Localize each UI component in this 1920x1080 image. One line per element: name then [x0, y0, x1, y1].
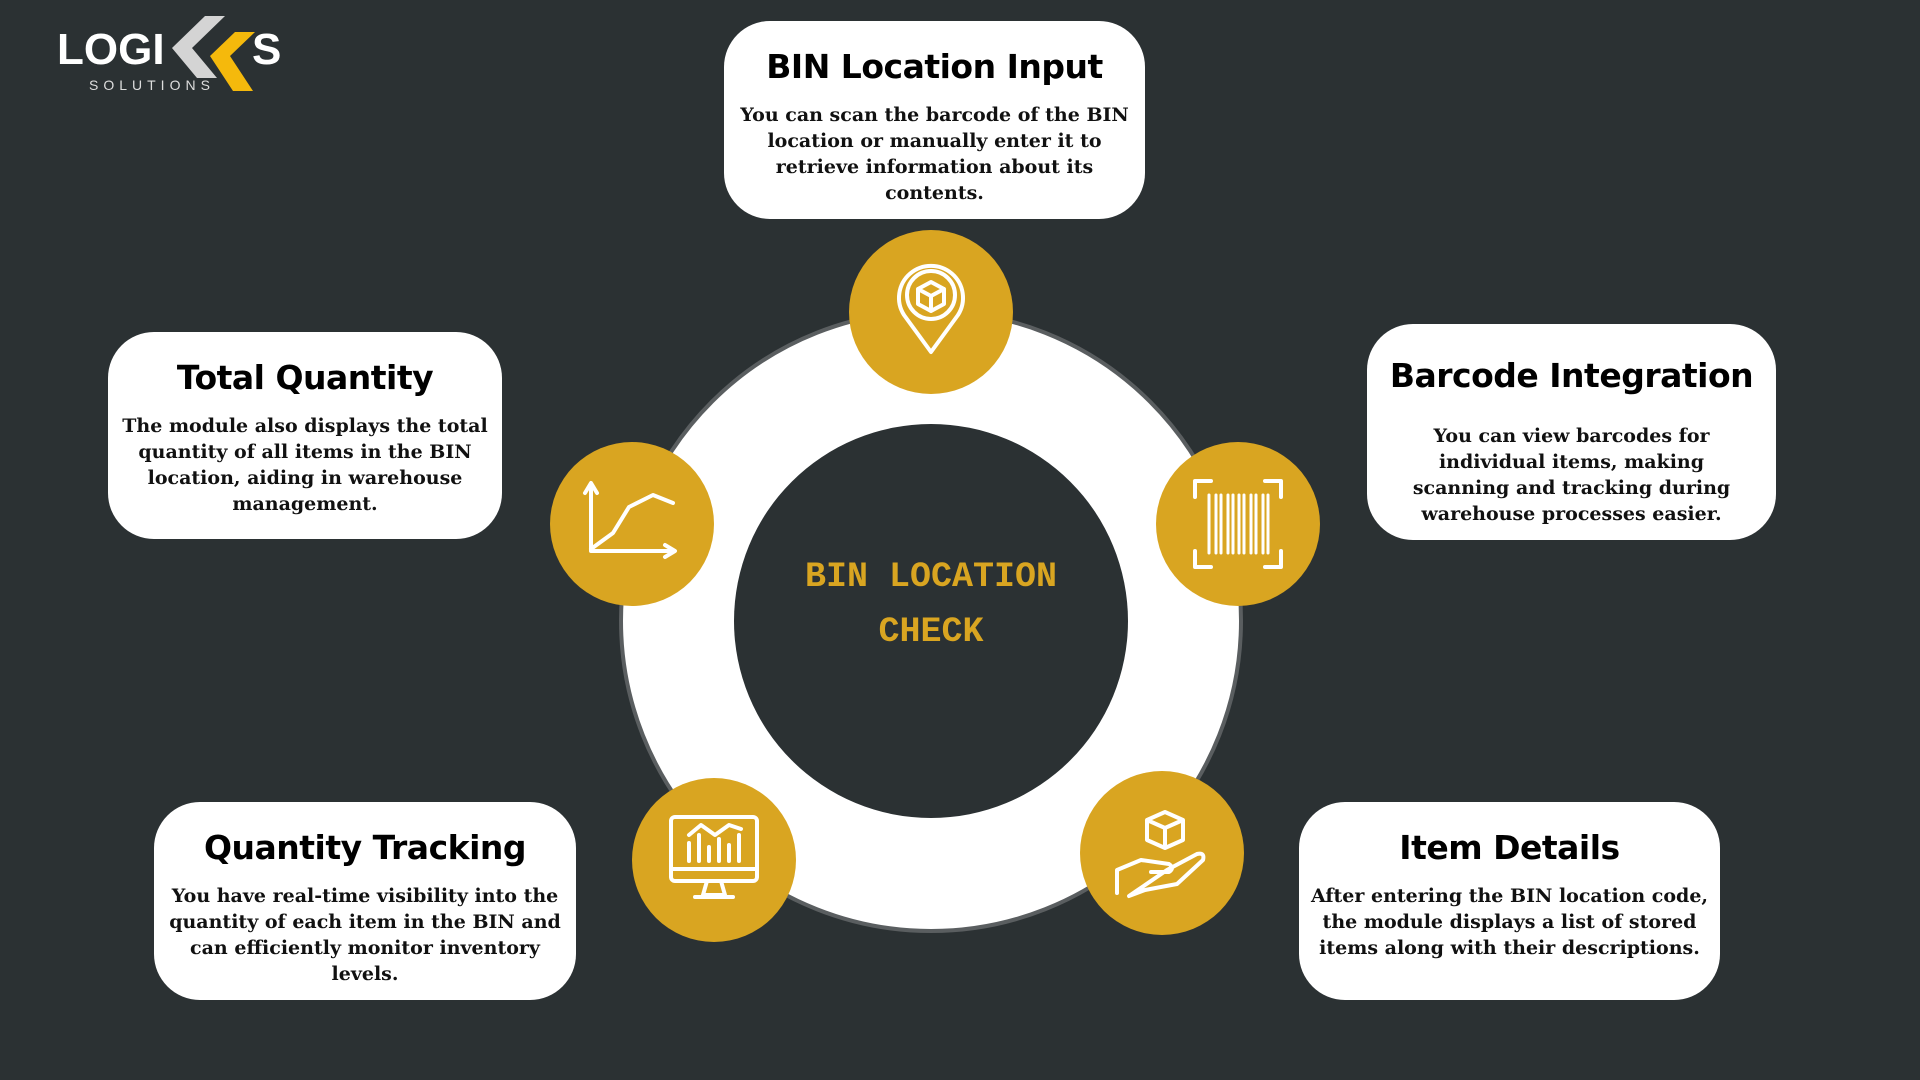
- center-title-line2: CHECK: [878, 612, 984, 652]
- card-title: Total Quantity: [176, 358, 434, 397]
- card-body: You have real-time visibility into the q…: [169, 885, 561, 985]
- svg-text:LOGI: LOGI: [57, 25, 165, 74]
- card-body: After entering the BIN location code, th…: [1310, 885, 1709, 959]
- card-quantity-tracking: Quantity Tracking You have real-time vis…: [154, 802, 576, 1000]
- card-title: Quantity Tracking: [203, 828, 527, 867]
- center-circle: [734, 424, 1128, 818]
- card-barcode-integration: Barcode Integration You can view barcode…: [1367, 324, 1776, 540]
- line-chart-icon: [550, 442, 714, 606]
- card-item-details: Item Details After entering the BIN loca…: [1299, 802, 1720, 1000]
- svg-text:SOLUTIONS: SOLUTIONS: [89, 77, 215, 93]
- card-bin-location-input: BIN Location Input You can scan the barc…: [724, 21, 1145, 219]
- center-title: BIN LOCATION CHECK: [734, 550, 1128, 660]
- center-title-line1: BIN LOCATION: [804, 557, 1058, 597]
- location-pin-box-icon: [849, 230, 1013, 394]
- card-title: BIN Location Input: [766, 47, 1103, 86]
- card-title: Barcode Integration: [1389, 356, 1754, 395]
- svg-text:S: S: [252, 25, 281, 74]
- card-body: You can scan the barcode of the BIN loca…: [740, 104, 1129, 204]
- card-body: You can view barcodes for individual ite…: [1412, 425, 1731, 525]
- card-title: Item Details: [1399, 828, 1620, 867]
- barcode-scan-icon: [1156, 442, 1320, 606]
- card-body: The module also displays the total quant…: [122, 415, 488, 515]
- card-total-quantity: Total Quantity The module also displays …: [108, 332, 502, 539]
- logiks-logo: LOGI S SOLUTIONS: [57, 16, 281, 93]
- monitor-chart-icon: [632, 778, 796, 942]
- hand-box-icon: [1080, 771, 1244, 935]
